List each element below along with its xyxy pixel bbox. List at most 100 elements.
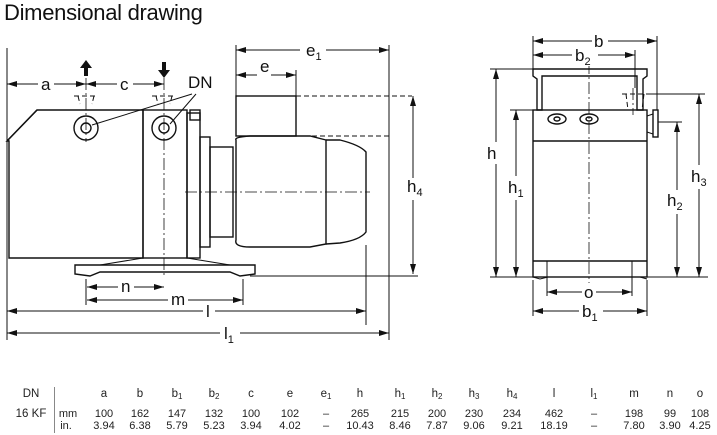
label-b1: b1 — [582, 302, 598, 324]
column-subscript: 1 — [326, 392, 332, 401]
table-cell-in: 9.21 — [501, 420, 523, 432]
table-cell-mm: 230 — [464, 408, 484, 420]
table-header-h4: h4 — [506, 388, 518, 402]
table-cell-mm: 198 — [624, 408, 644, 420]
table-cell-mm: 162 — [130, 408, 150, 420]
front-view: b b2 h h1 h2 h3 o b1 — [485, 32, 712, 324]
table-cell-in: 7.87 — [426, 420, 448, 432]
column-name: l — [552, 388, 556, 400]
unit-in: in. — [60, 420, 72, 432]
unit-mm: mm — [58, 408, 78, 420]
column-name: h — [431, 388, 438, 400]
table-cell-in: 7.80 — [623, 420, 645, 432]
label-n: n — [121, 277, 130, 296]
column-name: b — [136, 388, 144, 400]
label-a: a — [41, 75, 51, 94]
column-name: a — [100, 388, 108, 400]
table-header-c: c — [248, 388, 254, 400]
front-body — [532, 109, 648, 278]
label-dn: DN — [188, 73, 213, 92]
label-h: h — [487, 144, 496, 163]
column-name: h — [394, 388, 401, 400]
column-subscript: 1 — [177, 392, 183, 401]
table-header-b2: b2 — [208, 388, 220, 402]
table-cell-in: 10.43 — [346, 420, 374, 432]
table-header-h3: h3 — [469, 388, 480, 402]
table-header-b1: b1 — [171, 388, 183, 402]
column-name: c — [248, 388, 254, 400]
table-header-l1: l1 — [590, 388, 598, 402]
table-cell-in: 3.94 — [93, 420, 115, 432]
port — [547, 113, 567, 125]
column-name: h — [506, 388, 513, 400]
table-header-m: m — [629, 388, 639, 400]
table-cell-mm: 265 — [350, 408, 370, 420]
table-cell-in: 8.46 — [389, 420, 411, 432]
motor — [235, 135, 327, 248]
table-header-h: h — [356, 388, 364, 400]
table-header-n: n — [667, 388, 673, 400]
table-header-a: a — [100, 388, 108, 400]
column-name: h — [356, 388, 364, 400]
side-flange — [652, 109, 659, 138]
table-divider — [54, 387, 55, 433]
label-l1: l1 — [224, 324, 234, 346]
column-subscript: 2 — [437, 392, 443, 401]
table-cell-in: 5.23 — [203, 420, 225, 432]
page-title: Dimensional drawing — [4, 0, 203, 25]
side-view: e1 e a c DN h4 n m l l1 — [5, 40, 429, 346]
table-cell-mm: – — [590, 408, 598, 420]
terminal-box — [235, 95, 297, 137]
table-cell-mm: 100 — [94, 408, 114, 420]
table-header-dn: DN — [22, 388, 40, 400]
table-header-h2: h2 — [431, 388, 443, 402]
label-c: c — [120, 75, 129, 94]
label-o: o — [584, 283, 593, 302]
table-cell-mm: 102 — [280, 408, 300, 420]
column-subscript: 1 — [400, 392, 406, 401]
label-h4: h4 — [407, 177, 423, 199]
table-cell-in: 18.19 — [540, 420, 568, 432]
table-cell-mm: 132 — [204, 408, 224, 420]
table-header-l: l — [552, 388, 556, 400]
column-subscript: 2 — [214, 392, 220, 401]
table-header-e1: e1 — [320, 388, 332, 402]
exhaust-arrow-icon — [80, 60, 92, 76]
table-cell-in: 5.79 — [166, 420, 188, 432]
label-l: l — [206, 302, 210, 321]
table-cell-mm: 234 — [502, 408, 522, 420]
table-cell-in: 9.06 — [463, 420, 485, 432]
table-cell-mm: 462 — [544, 408, 564, 420]
label-b2: b2 — [575, 46, 591, 68]
table-cell-in: 3.90 — [659, 420, 681, 432]
column-subscript: 3 — [474, 392, 480, 401]
label-b: b — [594, 32, 603, 51]
table-cell-mm: 147 — [167, 408, 187, 420]
table-header-o: o — [697, 388, 703, 400]
table-cell-mm: 215 — [390, 408, 410, 420]
base-plate — [74, 264, 256, 277]
label-h3: h3 — [691, 167, 707, 189]
label-h1: h1 — [508, 178, 524, 200]
label-h2: h2 — [667, 191, 683, 213]
table-cell-mm: 100 — [241, 408, 261, 420]
column-name: l — [590, 388, 594, 400]
label-m: m — [171, 290, 185, 309]
table-cell-mm: 99 — [663, 408, 677, 420]
top-frame — [532, 68, 648, 111]
table-cell-in: – — [322, 420, 330, 432]
column-subscript: 1 — [593, 392, 598, 401]
label-e: e — [260, 57, 269, 76]
column-name: b — [171, 388, 178, 400]
table-cell-in: 3.94 — [240, 420, 262, 432]
intake-arrow-icon — [158, 62, 170, 78]
column-name: b — [208, 388, 215, 400]
table-row-label: 16 KF — [15, 408, 47, 420]
table-cell-mm: 108 — [690, 408, 710, 420]
label-e1: e1 — [306, 41, 322, 63]
column-name: e — [286, 388, 294, 400]
table-header-b: b — [136, 388, 144, 400]
column-name: e — [320, 388, 327, 400]
table-header-h1: h1 — [394, 388, 406, 402]
